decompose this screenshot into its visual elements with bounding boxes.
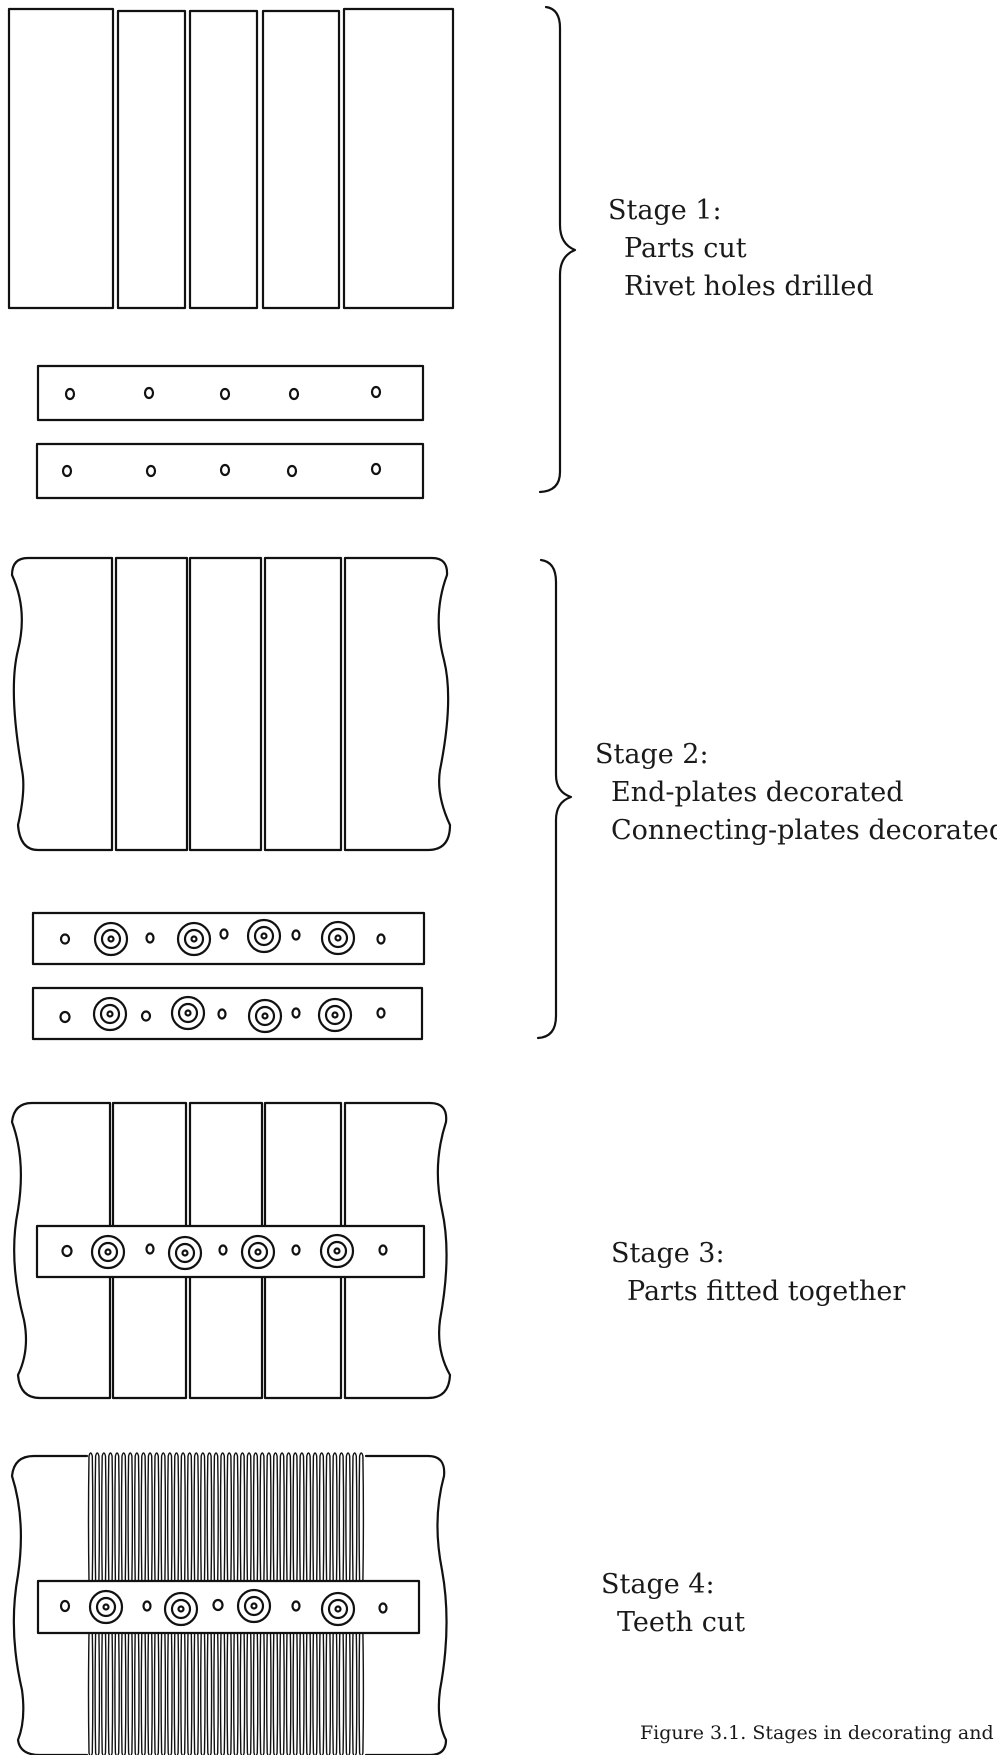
end-plate <box>343 1101 452 1400</box>
end-plate <box>343 556 452 852</box>
stage-2-connecting-plate <box>31 911 426 966</box>
stage-2-plates <box>10 556 452 852</box>
tooth-plate <box>188 9 259 310</box>
stage-step: End-plates decorated <box>611 777 904 808</box>
stage-title: Stage 4: <box>601 1569 715 1600</box>
tooth-plate <box>263 556 343 852</box>
end-plate <box>342 7 455 310</box>
stage-4-label: Stage 4: Teeth cut <box>601 1566 745 1642</box>
end-plate <box>364 1454 448 1755</box>
tooth-plate <box>188 556 263 852</box>
stage-1-label: Stage 1: Parts cut Rivet holes drilled <box>608 192 874 306</box>
stage-title: Stage 1: <box>608 195 722 226</box>
figure-caption: Figure 3.1. Stages in decorating and <box>640 1722 994 1744</box>
tooth-lines <box>87 1452 365 1582</box>
stage-step: Rivet holes drilled <box>624 271 874 302</box>
stage-step: Connecting-plates decorated <box>611 815 997 846</box>
stage-step: Parts fitted together <box>627 1276 906 1307</box>
end-plate <box>10 556 114 852</box>
stage-title: Stage 3: <box>611 1238 725 1269</box>
connecting-plate <box>36 1579 421 1635</box>
stage-4-finished-comb <box>10 1452 448 1755</box>
stage-1-connecting-plate <box>36 364 425 422</box>
tooth-plate <box>114 556 189 852</box>
stage-2-brace <box>536 558 573 1040</box>
stage-1-brace <box>538 5 577 494</box>
stage-1-plates <box>7 7 455 310</box>
tooth-plate <box>261 9 341 310</box>
stage-title: Stage 2: <box>595 739 709 770</box>
stage-2-label: Stage 2: End-plates decorated Connecting… <box>595 736 997 850</box>
end-plate <box>10 1454 89 1755</box>
stage-3-label: Stage 3: Parts fitted together <box>611 1235 905 1311</box>
stage-3-assembled-comb <box>10 1101 452 1400</box>
teeth-bottom <box>87 1632 365 1755</box>
connecting-plate <box>35 1224 426 1279</box>
tooth-lines <box>87 1632 365 1755</box>
stage-1-connecting-plate <box>35 442 425 500</box>
tooth-plate <box>116 9 187 310</box>
end-plate <box>7 7 115 310</box>
stage-step: Teeth cut <box>617 1607 746 1638</box>
stage-2-connecting-plate <box>31 986 424 1041</box>
end-plate <box>10 1101 112 1400</box>
stage-step: Parts cut <box>624 233 747 264</box>
teeth-top <box>87 1452 365 1582</box>
